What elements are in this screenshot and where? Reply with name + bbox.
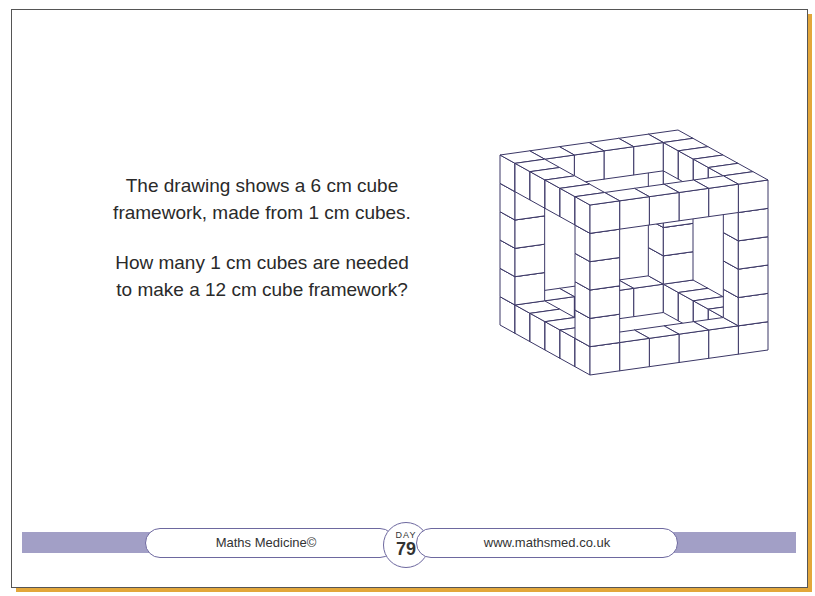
- footer-text: www.mathsmed.co.uk: [484, 536, 610, 550]
- unit-cube-face: [575, 193, 620, 206]
- footer-text: Maths Medicine©: [216, 536, 317, 550]
- unit-cube-face: [590, 314, 620, 347]
- unit-cube-face: [590, 286, 620, 319]
- unit-cube-face: [679, 188, 709, 221]
- unit-cube-face: [738, 208, 768, 241]
- day-number: DAY: [396, 531, 417, 540]
- cube-framework: [500, 130, 768, 375]
- unit-cube-face: [634, 143, 664, 176]
- unit-cube-face: [649, 334, 679, 367]
- unit-cube-face: [590, 201, 620, 234]
- unit-cube-face: [515, 216, 545, 249]
- footer-pill: www.mathsmed.co.uk: [416, 528, 678, 558]
- unit-cube-face: [515, 273, 545, 306]
- question-text: The drawing shows a 6 cm cube framework,…: [109, 172, 415, 226]
- unit-cube-face: [590, 229, 620, 261]
- unit-cube-face: [620, 338, 650, 371]
- unit-cube-face: [738, 265, 768, 298]
- unit-cube-face: [515, 244, 545, 276]
- unit-cube-face: [738, 180, 768, 213]
- unit-cube-face: [620, 197, 650, 230]
- unit-cube-face: [634, 284, 664, 317]
- unit-cube-face: [604, 147, 634, 180]
- day-number: 79: [396, 540, 416, 559]
- unit-cube-face: [738, 237, 768, 269]
- unit-cube-face: [590, 343, 620, 376]
- unit-cube-face: [663, 252, 693, 284]
- unit-cube-face: [649, 193, 679, 226]
- unit-cube-face: [663, 223, 693, 256]
- unit-cube-face: [738, 322, 768, 355]
- unit-cube-face: [590, 258, 620, 291]
- unit-cube-face: [709, 184, 739, 217]
- footer-pill: Maths Medicine©: [145, 528, 395, 558]
- unit-cube-face: [709, 326, 739, 359]
- card-panel: [12, 10, 808, 588]
- unit-cube-face: [738, 293, 768, 326]
- question-text: How many 1 cm cubes are needed to make a…: [109, 249, 415, 303]
- unit-cube-face: [679, 330, 709, 363]
